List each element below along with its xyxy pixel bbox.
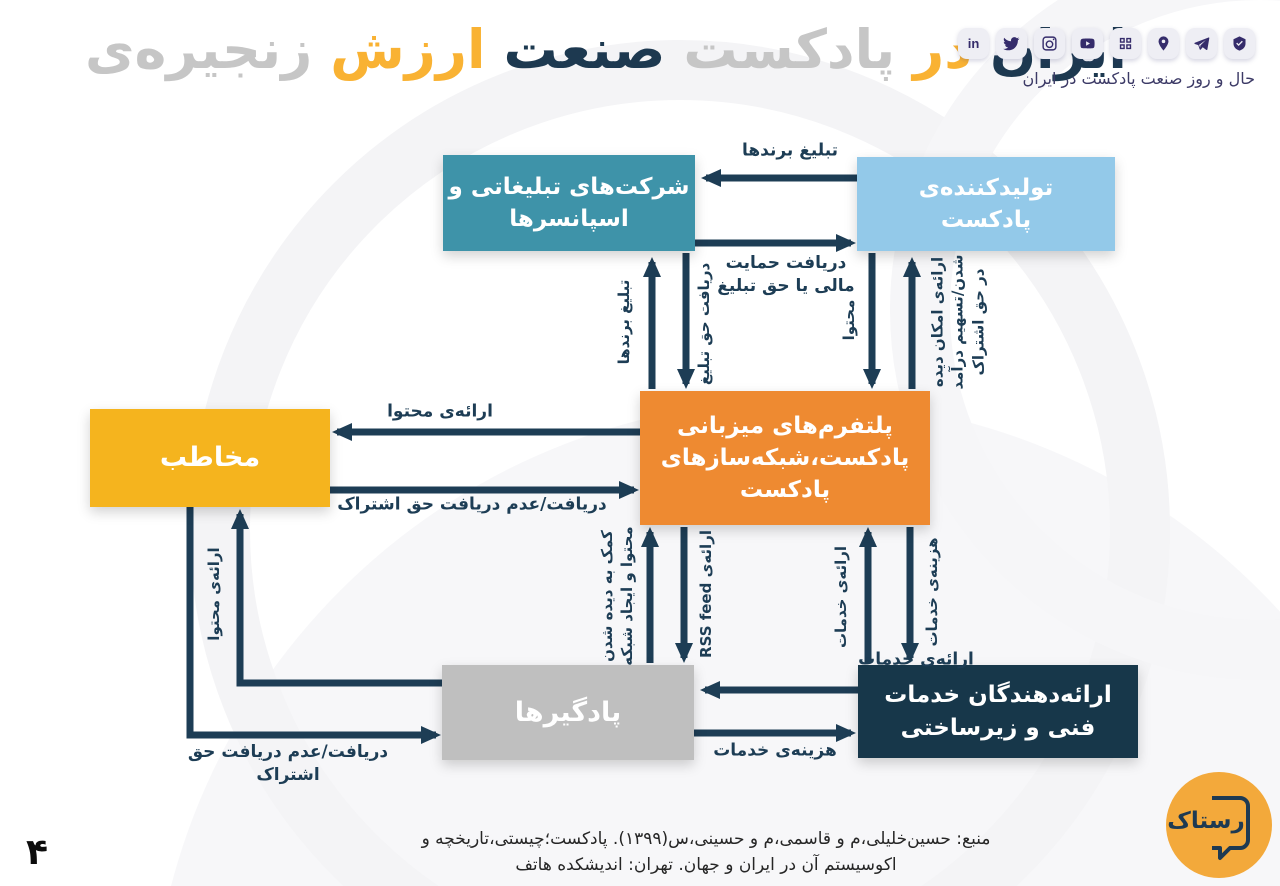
edge-label-content-delivery: ارائه‌ی محتوا [387, 401, 493, 422]
title-word: پادکست [683, 18, 896, 81]
rastaak-logo: رستاک [1166, 772, 1272, 878]
edge-label-brand-ads: تبلیغ برندها [741, 140, 839, 161]
title-word: زنجیره‌ی [85, 18, 313, 81]
source-citation: منبع: حسین‌خلیلی،م و قاسمی،م و حسینی،س(۱… [421, 829, 991, 876]
node-infrastructure: ارائه‌دهندگان خدمات فنی و زیرساختی [858, 665, 1138, 758]
grid-apps-icon[interactable] [1110, 28, 1141, 59]
twitter-icon[interactable] [996, 28, 1027, 59]
node-advertisers: شرکت‌های تبلیغاتی و اسپانسرها [443, 155, 695, 251]
edge-label-content: محتوا [839, 299, 858, 341]
page-number: ۴ [26, 832, 48, 873]
edge-label-rss-feed: ارائه‌ی RSS feed [696, 530, 715, 658]
speech-bubble-icon [1212, 796, 1250, 860]
edge-label-subscription-fee-podcatcher: دریافت/عدم دریافت حق اشتراک [187, 742, 389, 785]
logo-text: رستاک [1167, 808, 1245, 834]
node-podcatchers: پادگیرها [442, 665, 694, 760]
social-icons-row: in [958, 28, 1255, 59]
linkedin-icon[interactable]: in [958, 28, 989, 59]
title-word: ارزش [330, 18, 486, 81]
node-audience: مخاطب [90, 409, 330, 507]
edge-label-ad-fee: دریافت حق تبلیغ [694, 262, 713, 386]
edge-label-visibility-revenue: ارائه‌ی امکان دیده شدن/تسهیم درآمد در حق… [928, 254, 988, 390]
verified-badge-icon[interactable] [1224, 28, 1255, 59]
edge-label-network-help: کمک به دیده شدن محتوا و ایجاد شبکه [597, 526, 636, 666]
edge-label-services-cost-podcatcher: هزینه‌ی خدمات [713, 740, 837, 761]
header-social-block: in حال و روز صنعت پادکست در ای [958, 28, 1255, 88]
edge-label-services-to-podcatcher: ارائه‌ی خدمات [858, 649, 974, 670]
header-tagline: حال و روز صنعت پادکست در ایران [1022, 69, 1255, 88]
page-title: زنجیره‌ی ارزش صنعت پادکست در ایران [85, 18, 1127, 81]
edge-label-content-to-audience: ارائه‌ی محتوا [204, 547, 223, 641]
location-pin-icon[interactable] [1148, 28, 1179, 59]
telegram-icon[interactable] [1186, 28, 1217, 59]
node-platforms: پلتفرم‌های میزبانی پادکست،شبکه‌سازهای پا… [640, 391, 930, 525]
edge-label-subscription-fee: دریافت/عدم دریافت حق اشتراک [337, 494, 607, 515]
instagram-icon[interactable] [1034, 28, 1065, 59]
youtube-icon[interactable] [1072, 28, 1103, 59]
edge-label-sponsor-support: دریافت حمایت مالی یا حق تبلیغ [717, 253, 855, 296]
edge-label-brand-ads-vertical: تبلیغ برندها [614, 279, 633, 365]
edge-label-services-cost-platform: هزینه‌ی خدمات [922, 537, 941, 647]
edge-label-services-to-platform: ارائه‌ی خدمات [831, 545, 850, 649]
node-producer: تولیدکننده‌ی پادکست [857, 157, 1115, 251]
title-word: صنعت [503, 18, 666, 81]
